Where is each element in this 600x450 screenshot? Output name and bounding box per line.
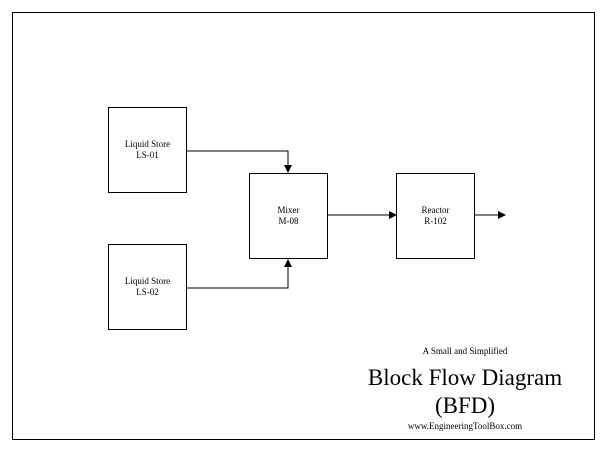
diagram-frame [12,12,595,440]
block-tag: LS-02 [136,287,159,297]
block-name: Mixer [277,205,300,215]
block-tag: LS-01 [136,150,159,160]
caption-subtitle: A Small and Simplified [422,346,508,356]
block-reactor: Reactor R-102 [396,173,475,259]
block-tag: R-102 [424,216,447,226]
caption-abbreviation: (BFD) [434,393,496,418]
flow-ls02-to-mixer [186,259,292,289]
block-mixer: Mixer M-08 [249,173,328,259]
block-tag: M-08 [278,216,299,226]
block-name: Reactor [421,205,450,215]
block-liquid-store-ls02: Liquid Store LS-02 [108,244,187,330]
block-name: Liquid Store [124,276,171,286]
block-liquid-store-ls01: Liquid Store LS-01 [108,107,187,193]
flow-ls01-to-mixer [186,150,292,173]
caption-website: www.EngineeringToolBox.com [407,421,523,431]
caption-title: Block Flow Diagram [367,365,563,390]
block-name: Liquid Store [124,139,171,149]
